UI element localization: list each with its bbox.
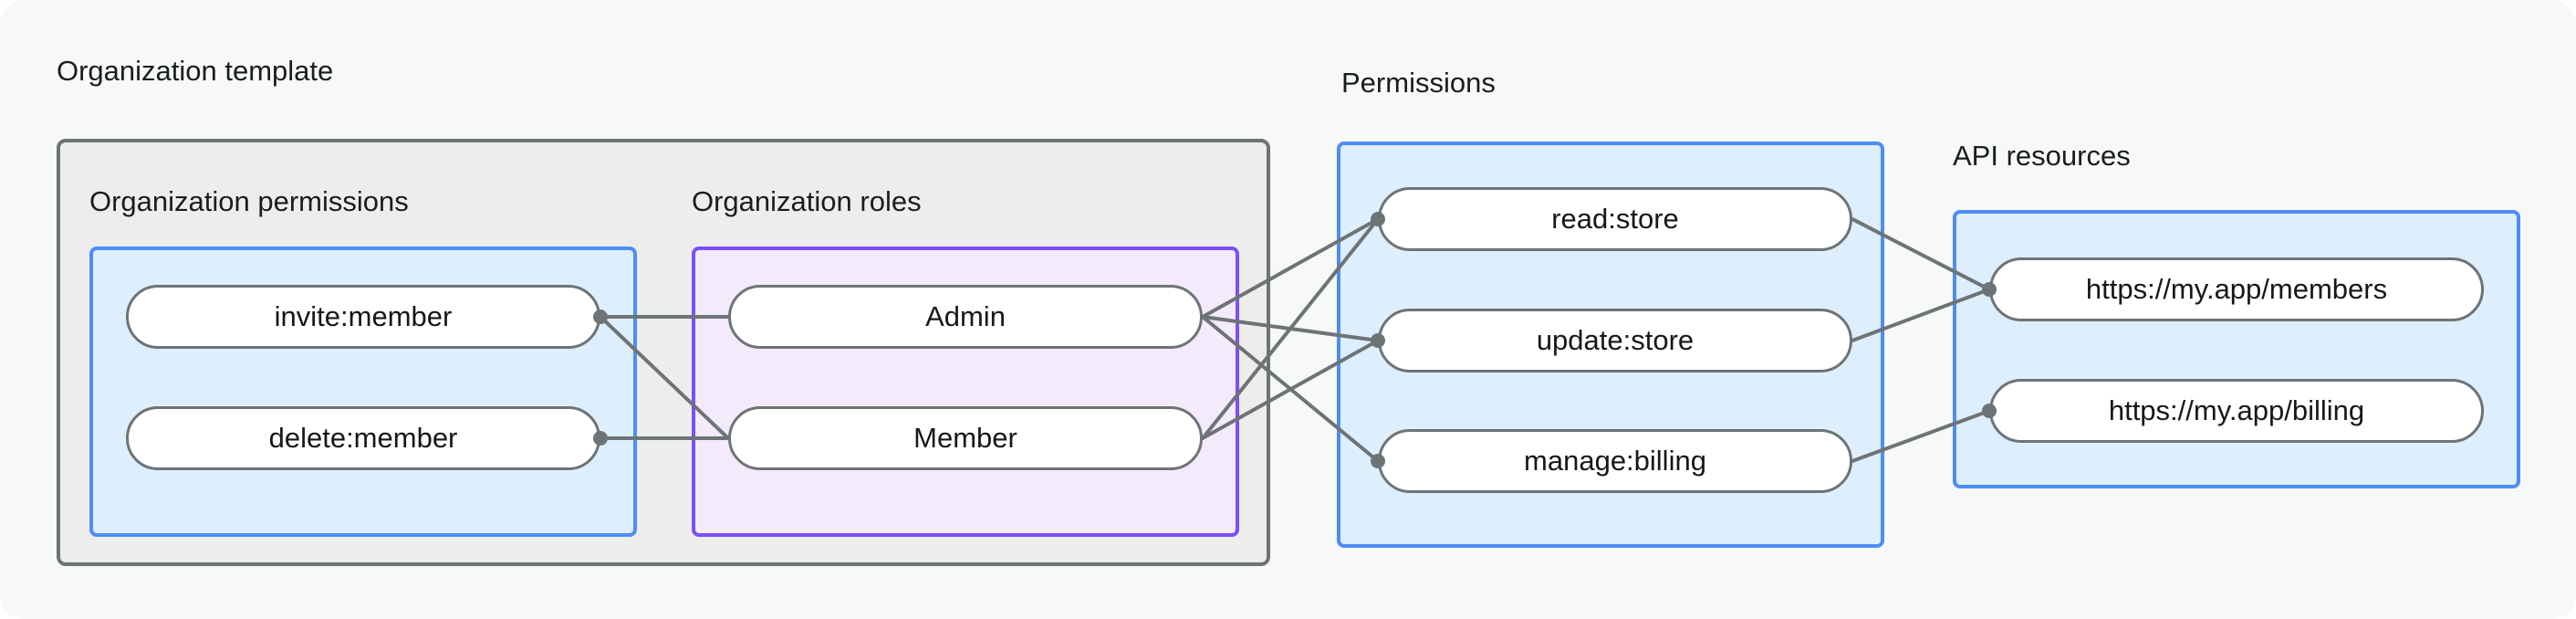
- group-title-permissions: Permissions: [1341, 67, 1496, 99]
- group-title-organization-roles: Organization roles: [692, 185, 922, 217]
- node-members-url[interactable]: https://my.app/members: [1989, 257, 2484, 321]
- group-box-api-resources: [1953, 210, 2520, 488]
- node-admin[interactable]: Admin: [728, 285, 1203, 349]
- group-title-organization-permissions: Organization permissions: [89, 185, 409, 217]
- port-delete-member-right: [593, 431, 608, 446]
- node-read-store[interactable]: read:store: [1378, 187, 1852, 251]
- port-invite-member-right: [593, 310, 608, 324]
- node-member[interactable]: Member: [728, 406, 1203, 470]
- node-manage-billing[interactable]: manage:billing: [1378, 429, 1852, 493]
- node-update-store[interactable]: update:store: [1378, 309, 1852, 372]
- port-read-store-left: [1371, 212, 1385, 226]
- port-update-store-left: [1371, 333, 1385, 348]
- node-delete-member[interactable]: delete:member: [126, 406, 600, 470]
- node-invite-member[interactable]: invite:member: [126, 285, 600, 349]
- port-billing-url-left: [1982, 404, 1997, 418]
- group-title-organization-template: Organization template: [57, 55, 334, 87]
- node-billing-url[interactable]: https://my.app/billing: [1989, 379, 2484, 443]
- port-members-url-left: [1982, 282, 1997, 297]
- port-manage-billing-left: [1371, 454, 1385, 468]
- group-title-api-resources: API resources: [1953, 140, 2131, 172]
